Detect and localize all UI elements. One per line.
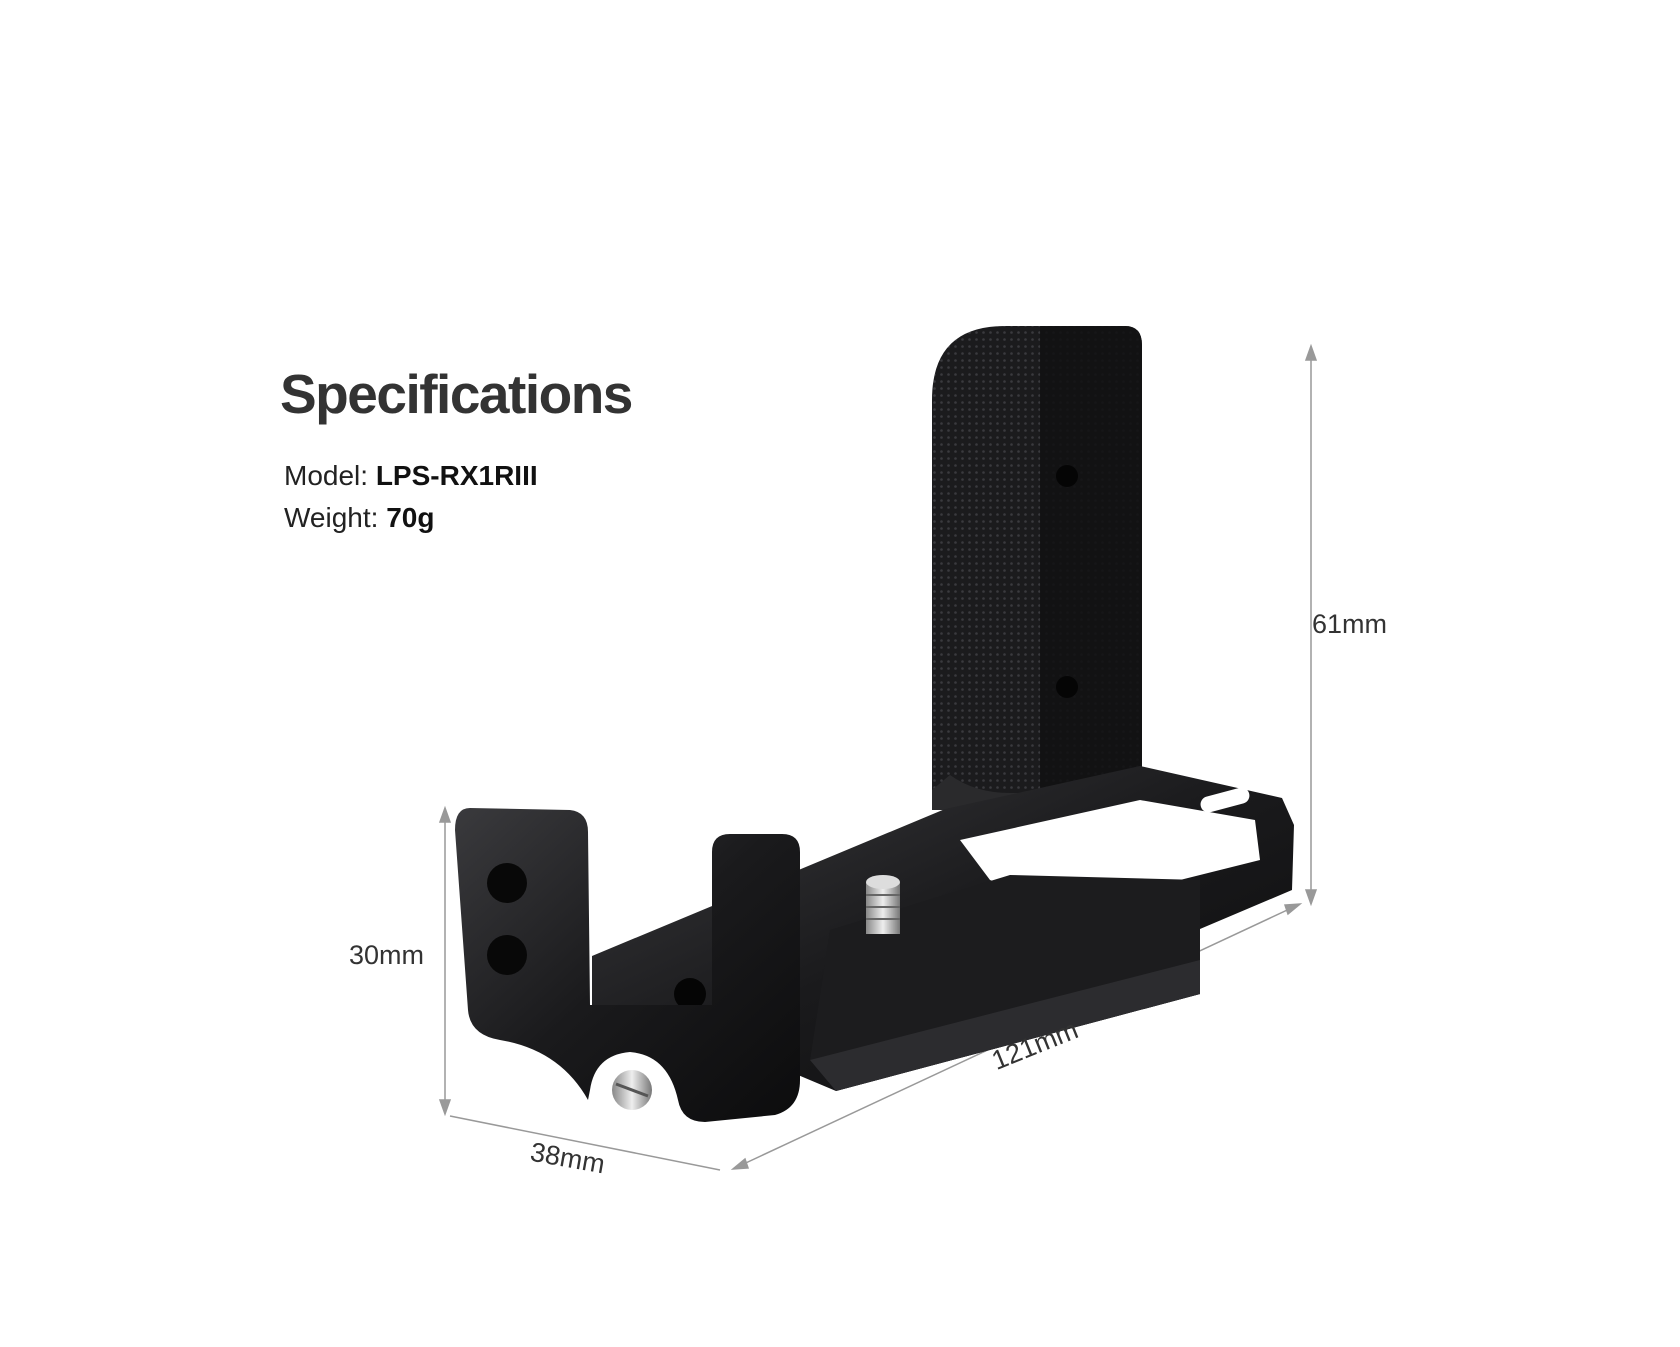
- spec-value: LPS-RX1RIII: [375, 460, 538, 491]
- grip: [932, 326, 1142, 810]
- dimension-height-label: 61mm: [1312, 609, 1388, 639]
- clamp-thread-hole: [487, 863, 527, 903]
- grip-screw-hole: [1056, 676, 1078, 698]
- spec-value: 70g: [386, 502, 435, 533]
- page-title: Specifications: [280, 363, 633, 425]
- spec-model: Model: LPS-RX1RIII: [284, 460, 538, 492]
- spec-weight: Weight: 70g: [284, 502, 434, 534]
- spec-label: Model:: [284, 460, 369, 491]
- clamp-thread-hole: [487, 935, 527, 975]
- spec-label: Weight:: [284, 502, 379, 533]
- side-clamp: [455, 808, 800, 1122]
- tripod-screw: [866, 875, 900, 934]
- dimension-clamp-height-label: 30mm: [349, 940, 425, 970]
- grip-screw-hole: [1056, 465, 1078, 487]
